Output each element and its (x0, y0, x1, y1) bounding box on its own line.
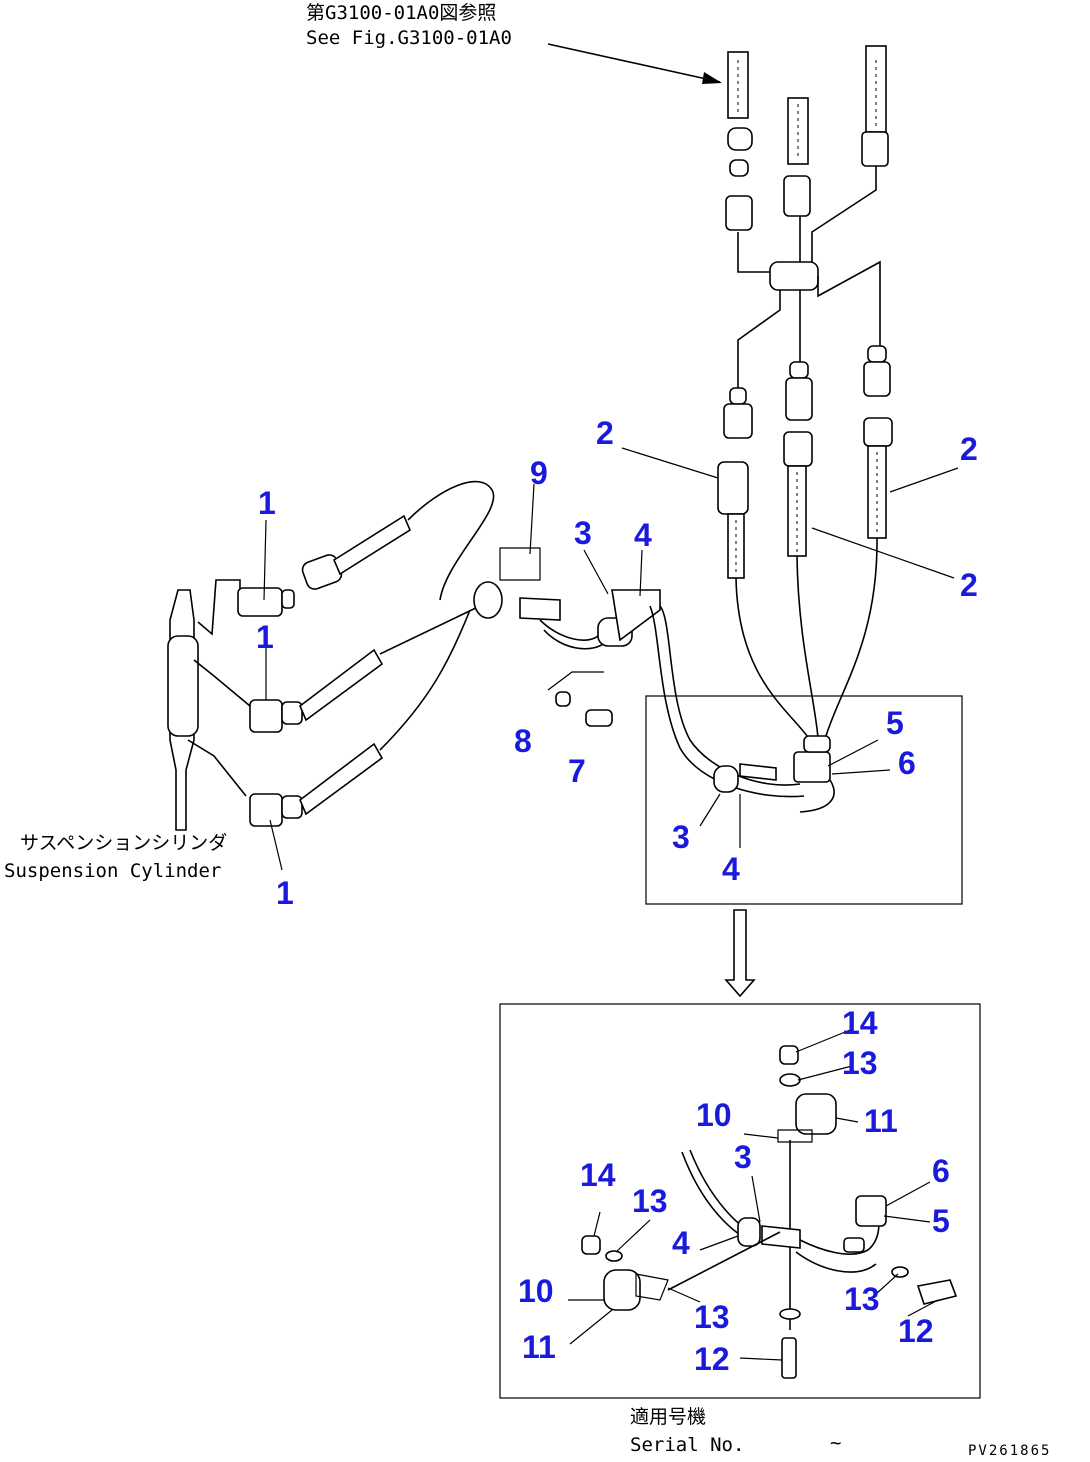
label-part-3: 3 (672, 819, 690, 855)
label-part-8: 8 (514, 723, 532, 759)
see-figure-ref-jp: 第G3100-01A0図参照 (306, 2, 497, 24)
branch-block (737, 166, 881, 388)
label-part-2: 2 (596, 415, 614, 451)
lower-fittings (717, 345, 893, 741)
down-arrow (724, 909, 756, 998)
label-part-13: 13 (844, 1281, 880, 1317)
label-part-13: 13 (842, 1045, 878, 1081)
label-part-14: 14 (580, 1157, 616, 1193)
component-name-jp: サスペンションシリンダ (20, 832, 228, 854)
label-part-5: 5 (886, 705, 904, 741)
label-part-14: 14 (842, 1005, 878, 1041)
component-name-en: Suspension Cylinder (4, 860, 222, 882)
see-figure-ref-en: See Fig.G3100-01A0 (306, 27, 512, 49)
label-part-2: 2 (960, 567, 978, 603)
label-part-12: 12 (898, 1313, 934, 1349)
drawing-code: PV261865 (968, 1443, 1052, 1459)
detail-box-lower (499, 1003, 981, 1399)
detail-box-upper (645, 695, 963, 905)
label-part-13: 13 (694, 1299, 730, 1335)
label-part-4: 4 (634, 517, 652, 553)
leader-lines (263, 447, 959, 1361)
serial-label-jp: 適用号機 (630, 1406, 707, 1428)
label-part-10: 10 (518, 1273, 554, 1309)
label-part-1: 1 (258, 485, 276, 521)
serial-range: ~ (830, 1432, 842, 1454)
label-part-2: 2 (960, 431, 978, 467)
label-part-12: 12 (694, 1341, 730, 1377)
label-part-13: 13 (632, 1183, 668, 1219)
label-part-3: 3 (574, 515, 592, 551)
label-part-6: 6 (932, 1153, 950, 1189)
reference-arrow (547, 43, 722, 84)
label-part-4: 4 (722, 851, 740, 887)
part-number-labels: 1 1 1 2 2 2 9 3 4 8 7 5 6 3 4 14 13 10 1… (256, 415, 978, 1377)
label-part-6: 6 (898, 745, 916, 781)
clamp-assembly (473, 547, 805, 798)
label-part-1: 1 (276, 875, 294, 911)
label-part-5: 5 (932, 1203, 950, 1239)
label-part-10: 10 (696, 1097, 732, 1133)
label-part-3: 3 (734, 1139, 752, 1175)
label-part-11: 11 (864, 1103, 898, 1139)
hose-assembly (237, 480, 495, 827)
label-part-11: 11 (522, 1329, 556, 1365)
label-part-1: 1 (256, 619, 274, 655)
label-part-9: 9 (530, 455, 548, 491)
suspension-cylinder (167, 579, 251, 831)
label-part-4: 4 (672, 1225, 690, 1261)
serial-label-en: Serial No. (630, 1434, 745, 1456)
label-part-7: 7 (568, 753, 586, 789)
upstream-pipes (725, 45, 889, 231)
